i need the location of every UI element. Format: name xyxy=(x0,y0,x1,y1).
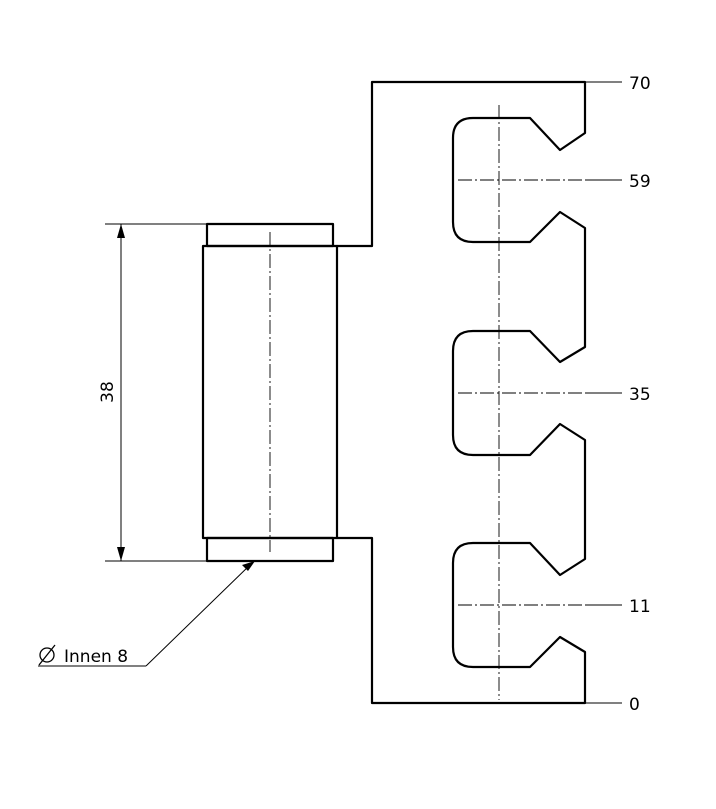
position-label-70: 70 xyxy=(629,74,651,94)
diameter-circle xyxy=(39,647,55,663)
position-label-11: 11 xyxy=(629,597,651,617)
inner-diameter-callout: Innen 8 xyxy=(38,561,255,667)
mounting-plate xyxy=(335,80,587,705)
arrowhead-top xyxy=(117,224,125,238)
position-label-0: 0 xyxy=(629,695,640,715)
leader-line xyxy=(145,563,252,667)
plate-outline xyxy=(335,80,587,705)
diameter-slash xyxy=(38,644,56,666)
leader-arrowhead xyxy=(242,561,255,571)
position-scale: 70 59 35 11 0 xyxy=(585,74,651,715)
inner-diameter-label: Innen 8 xyxy=(64,647,128,667)
height-dimension: 38 xyxy=(98,223,207,562)
arrowhead-bottom xyxy=(117,547,125,561)
knuckle-bottom-cap xyxy=(205,536,335,563)
position-label-35: 35 xyxy=(629,385,651,405)
position-label-59: 59 xyxy=(629,172,651,192)
diameter-symbol xyxy=(38,644,56,666)
hinge-knuckle xyxy=(201,222,339,563)
height-dimension-label: 38 xyxy=(98,381,118,403)
